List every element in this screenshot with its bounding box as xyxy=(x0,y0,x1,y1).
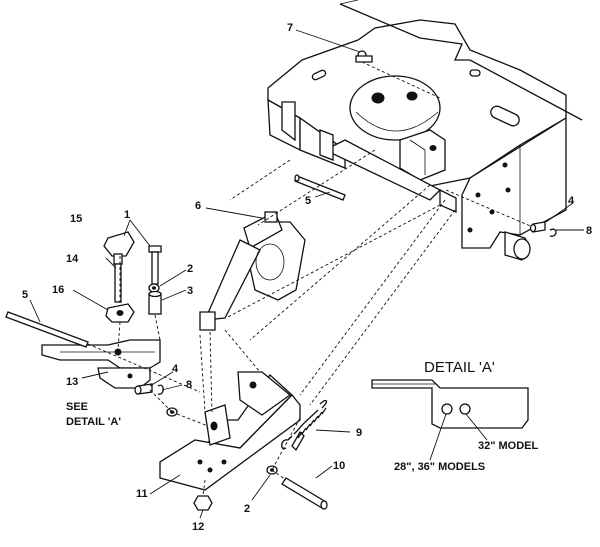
callout-5-left: 5 xyxy=(22,289,28,301)
clip-8-left xyxy=(157,384,178,417)
mower-frame xyxy=(267,0,583,261)
callout-8-right: 8 xyxy=(586,225,592,237)
pedal-bracket xyxy=(159,371,301,491)
pin-4-left xyxy=(134,383,153,395)
pin-4-right xyxy=(529,221,546,233)
knob-15 xyxy=(103,231,135,265)
callout-2-bottom: 2 xyxy=(244,503,250,515)
pin-10 xyxy=(281,477,328,510)
callout-12: 12 xyxy=(192,521,204,533)
callout-16: 16 xyxy=(52,284,64,296)
callout-1: 1 xyxy=(124,209,130,221)
detail-label-28-36: 28", 36" MODELS xyxy=(394,461,485,473)
callout-4-right: 4 xyxy=(568,195,575,207)
see-detail-line-2: DETAIL 'A' xyxy=(66,416,121,428)
callout-2-top: 2 xyxy=(187,263,193,275)
rod-14 xyxy=(114,263,122,303)
spacer-3 xyxy=(148,290,162,315)
see-detail-line-1: SEE xyxy=(66,401,88,413)
callout-14: 14 xyxy=(66,253,79,265)
clip-8-right xyxy=(549,228,557,237)
rod-5-left xyxy=(5,311,89,348)
callout-3: 3 xyxy=(187,285,193,297)
callout-10: 10 xyxy=(333,460,345,472)
callout-4-left: 4 xyxy=(172,363,179,375)
detail-a-inset xyxy=(371,379,529,429)
callout-8-left: 8 xyxy=(186,379,192,391)
bolt-1 xyxy=(148,245,162,285)
callout-6: 6 xyxy=(195,200,201,212)
detail-label-32: 32" MODEL xyxy=(478,440,539,452)
callout-labels: 7 6 5 4 8 15 1 14 2 3 16 5 4 8 13 SEE DE… xyxy=(22,22,592,533)
callout-15: 15 xyxy=(70,213,82,225)
knob-16 xyxy=(105,303,135,323)
callout-7: 7 xyxy=(287,22,293,34)
alignment-lines xyxy=(87,61,456,497)
callout-9: 9 xyxy=(356,427,362,439)
detail-a-title: DETAIL 'A' xyxy=(424,359,495,376)
callout-11: 11 xyxy=(136,488,148,500)
actuator-assembly xyxy=(199,211,306,331)
left-bracket-13 xyxy=(41,339,161,389)
pin-5-top xyxy=(294,174,346,201)
callout-5-top: 5 xyxy=(305,195,311,207)
nut-12 xyxy=(193,495,213,511)
leader-lines xyxy=(29,29,584,519)
callout-13: 13 xyxy=(66,376,78,388)
